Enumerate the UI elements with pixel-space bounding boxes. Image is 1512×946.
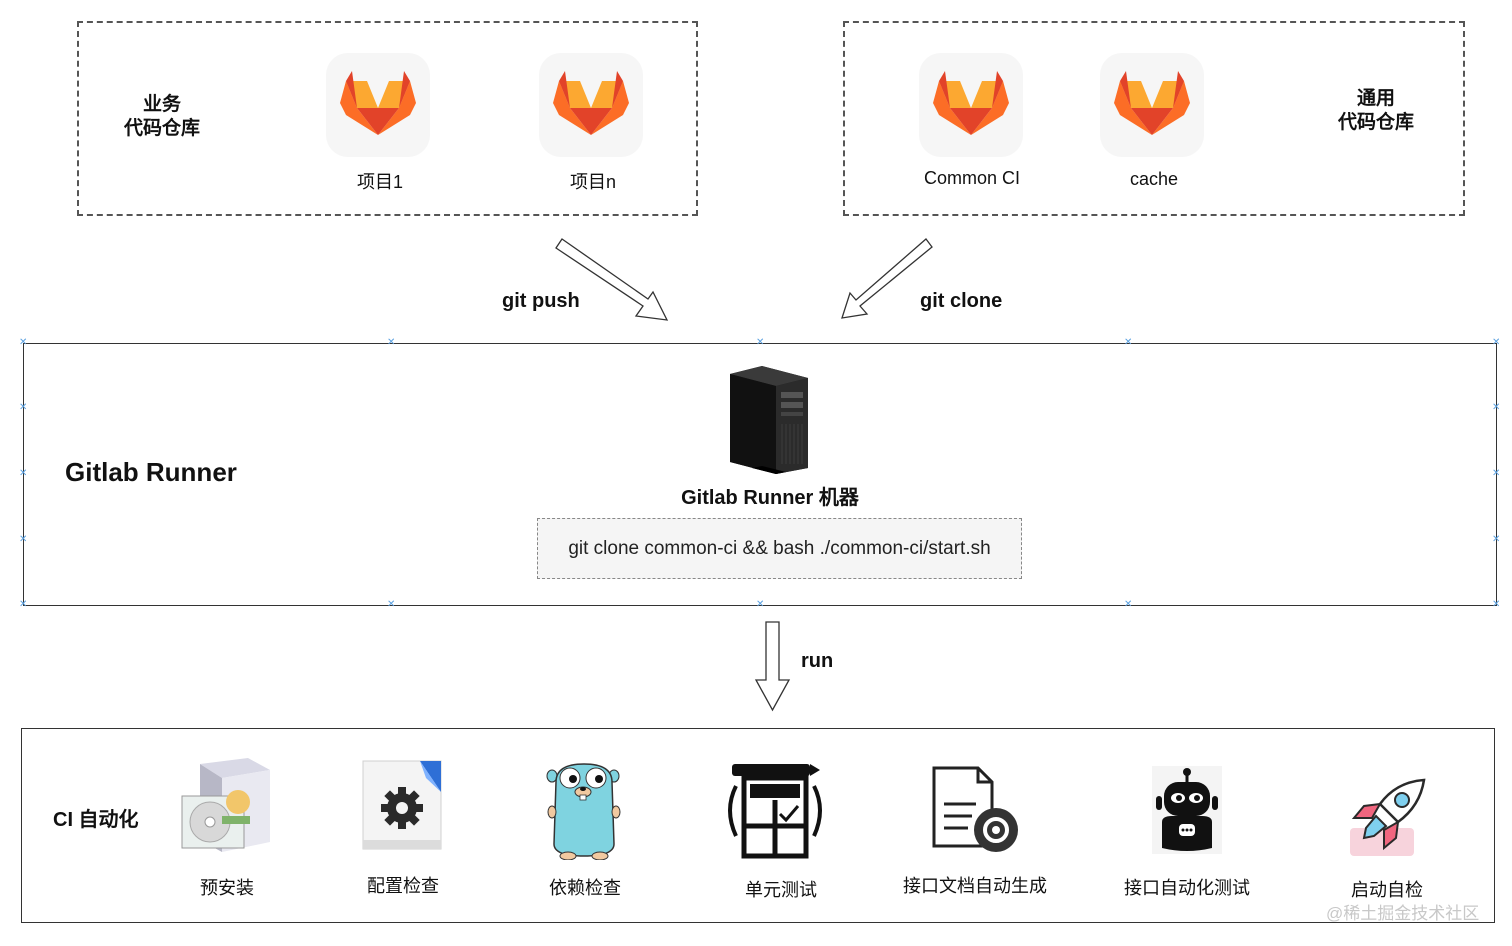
git-clone-label: git clone [920, 290, 1003, 312]
common-repo-label-line1: 通用 [1356, 88, 1395, 109]
ci-automation-title: CI 自动化 [53, 809, 139, 831]
config-gear-icon [362, 760, 442, 850]
ci-automation-box [21, 728, 1495, 923]
selection-handle: ✕ [1492, 468, 1501, 479]
common-repo-group [843, 21, 1465, 216]
rocket-icon [1350, 778, 1426, 856]
business-repo-label-line1: 业务 [142, 94, 181, 115]
gitlab-fox-icon [340, 71, 416, 135]
run-label: run [801, 650, 834, 672]
selection-handle: ✕ [19, 534, 28, 545]
selection-handle: ✕ [19, 599, 28, 610]
run-arrow [754, 621, 791, 712]
ci-step-preinstall-label: 预安装 [200, 878, 254, 898]
runner-command-text: git clone common-ci && bash ./common-ci/… [568, 537, 991, 559]
git-clone-arrow [841, 238, 933, 319]
ci-step-startup-check-label: 启动自检 [1351, 880, 1423, 900]
runner-machine-label: Gitlab Runner 机器 [681, 487, 859, 509]
gitlab-runner-box [23, 343, 1497, 606]
calculator-test-icon [728, 764, 822, 859]
business-repo-label: 业务 代码仓库 [100, 93, 224, 141]
common-ci-label: Common CI [923, 168, 1021, 188]
ci-step-api-test-label: 接口自动化测试 [1124, 878, 1250, 898]
ci-step-dependency-check-label: 依赖检查 [549, 878, 621, 898]
common-repo-label: 通用 代码仓库 [1314, 87, 1438, 135]
business-repo-group [77, 21, 698, 216]
gitlab-fox-icon [553, 71, 629, 135]
common-repo-label-line2: 代码仓库 [1337, 112, 1414, 133]
cache-tile[interactable] [1100, 53, 1204, 157]
selection-handle: ✕ [1124, 337, 1133, 348]
gitlab-fox-icon [1114, 71, 1190, 135]
common-ci-tile[interactable] [919, 53, 1023, 157]
ci-step-api-doc-label: 接口文档自动生成 [903, 876, 1047, 896]
go-gopher-icon [546, 763, 621, 860]
selection-handle: ✕ [387, 599, 396, 610]
server-tower-icon [730, 366, 808, 474]
ci-step-unit-test-label: 单元测试 [745, 880, 817, 900]
git-push-arrow [555, 238, 669, 321]
business-repo-label-line2: 代码仓库 [123, 118, 200, 139]
selection-handle: ✕ [1492, 402, 1501, 413]
gitlab-fox-icon [933, 71, 1009, 135]
project-1-tile[interactable] [326, 53, 430, 157]
selection-handle: ✕ [1124, 599, 1133, 610]
cache-label: cache [1129, 169, 1179, 189]
selection-handle: ✕ [19, 402, 28, 413]
watermark-text: @稀土掘金技术社区 [1326, 904, 1480, 923]
selection-handle: ✕ [1492, 534, 1501, 545]
robot-icon [1152, 766, 1222, 854]
selection-handle: ✕ [387, 337, 396, 348]
gitlab-runner-title: Gitlab Runner [65, 457, 237, 487]
installer-box-icon [181, 758, 270, 852]
project-n-label: 项目n [569, 172, 616, 192]
project-1-label: 项目1 [356, 172, 403, 192]
git-push-label: git push [502, 290, 580, 312]
document-sync-icon [932, 766, 1018, 852]
selection-handle: ✕ [1492, 599, 1501, 610]
selection-handle: ✕ [756, 599, 765, 610]
runner-command-box[interactable]: git clone common-ci && bash ./common-ci/… [537, 518, 1022, 579]
project-n-tile[interactable] [539, 53, 643, 157]
ci-step-config-check-label: 配置检查 [367, 876, 439, 896]
selection-handle: ✕ [756, 337, 765, 348]
selection-handle: ✕ [19, 337, 28, 348]
selection-handle: ✕ [1492, 337, 1501, 348]
selection-handle: ✕ [19, 468, 28, 479]
